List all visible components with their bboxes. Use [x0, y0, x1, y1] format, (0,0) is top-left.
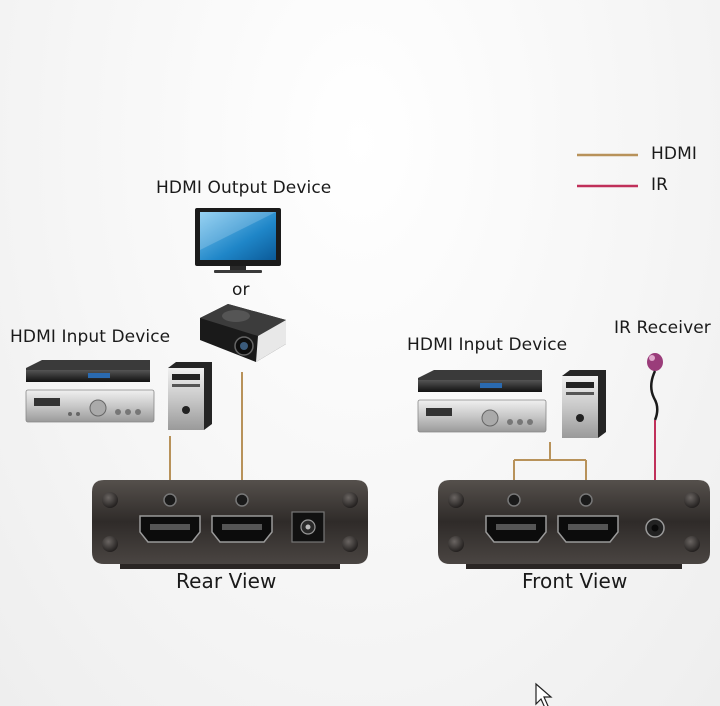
dvd-player-icon — [26, 360, 150, 382]
rear-input-device-label: HDMI Input Device — [10, 327, 171, 347]
power-jack-icon — [291, 511, 325, 543]
ir-receiver-icon — [647, 353, 663, 421]
screw-icon — [102, 492, 118, 508]
output-device-label: HDMI Output Device — [156, 178, 332, 198]
ir-jack-icon — [645, 518, 665, 538]
front-input-cable — [513, 442, 587, 494]
monitor-icon — [195, 208, 281, 273]
pc-tower-icon — [562, 370, 606, 438]
screw-icon — [448, 492, 464, 508]
screw-icon — [448, 536, 464, 552]
screw-icon — [684, 492, 700, 508]
pc-tower-icon — [168, 362, 212, 430]
hdmi-port-icon — [211, 515, 273, 543]
front-unit — [438, 480, 710, 569]
legend-ir-label: IR — [651, 175, 669, 195]
hdmi-port-icon — [139, 515, 201, 543]
screw-icon — [684, 536, 700, 552]
legend-hdmi-label: HDMI — [651, 144, 697, 164]
dvd-player-icon — [418, 370, 542, 392]
screw-icon — [342, 536, 358, 552]
rear-view-label: Rear View — [176, 569, 277, 593]
hdmi-port-icon — [485, 515, 547, 543]
rear-unit — [92, 480, 368, 569]
front-input-device-label: HDMI Input Device — [407, 335, 568, 355]
screw-icon — [102, 536, 118, 552]
projector-icon — [200, 304, 286, 362]
screw-icon — [342, 492, 358, 508]
amplifier-icon — [25, 389, 155, 423]
amplifier-icon — [417, 399, 547, 433]
or-label: or — [232, 280, 250, 300]
hdmi-port-icon — [557, 515, 619, 543]
mouse-cursor-icon — [535, 682, 553, 706]
ir-receiver-label: IR Receiver — [614, 318, 711, 338]
front-view-label: Front View — [522, 569, 628, 593]
